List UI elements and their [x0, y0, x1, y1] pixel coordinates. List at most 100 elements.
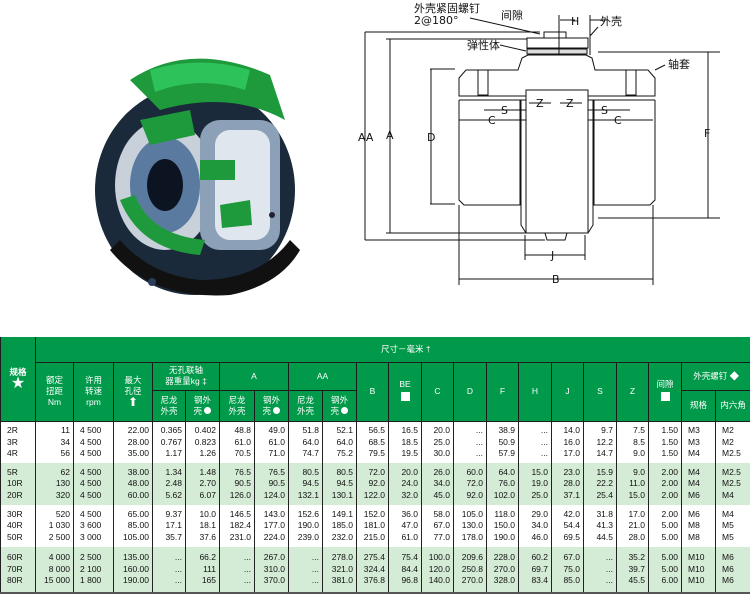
cell-value: 6.07	[199, 489, 216, 500]
cell-value: 209.6	[461, 552, 483, 563]
cell-value: 85.0	[563, 575, 580, 586]
cell-value: 2.00	[661, 508, 678, 519]
cell-value: 52.1	[336, 425, 353, 435]
label-J: J	[550, 249, 554, 262]
header-Z: Z	[616, 362, 649, 422]
cell-value: 14.0	[563, 425, 580, 435]
cell-value: 37.6	[199, 531, 216, 542]
cell-value: 71.0	[268, 448, 285, 458]
dot-icon	[273, 406, 281, 414]
cell-value: 42.0	[563, 508, 580, 519]
label-Z-right: Z	[566, 97, 574, 110]
header-J: J	[551, 362, 584, 422]
square-icon	[660, 392, 670, 401]
cell-value: 160.00	[123, 563, 149, 574]
cell-value: 94.5	[302, 478, 319, 489]
cell-value: 9.7	[601, 425, 613, 435]
cell-value: 12.2	[596, 436, 613, 447]
cell-value: 5.00	[661, 520, 678, 531]
cell-value: 56.5	[368, 425, 385, 435]
cell-value: 150.0	[493, 520, 515, 531]
cell-value: 15.9	[596, 466, 613, 477]
cell-value: 146.5	[229, 508, 251, 519]
cell-value: 143.0	[263, 508, 285, 519]
cell-value: 20.0	[401, 466, 418, 477]
cell-value: 190.0	[493, 531, 515, 542]
cell-value: 2.48	[165, 478, 182, 489]
cell-value: 130	[55, 478, 70, 489]
header-AA: AA	[288, 362, 357, 391]
header-AA-nylon: 尼龙外壳	[288, 390, 323, 422]
cell-value: M3	[688, 425, 700, 435]
cell-value: ...	[174, 575, 182, 586]
cell-value: 120.0	[428, 563, 450, 574]
cell-value: 4 500	[80, 478, 102, 489]
cell-value: 228.0	[493, 552, 515, 563]
cell-value: 126.0	[229, 489, 251, 500]
label-shell: 外壳	[600, 14, 622, 28]
header-S: S	[583, 362, 617, 422]
cell-value: 64.0	[302, 436, 319, 447]
cell-value: 165	[201, 575, 216, 586]
cell-value: 7.5	[633, 425, 645, 435]
cell-value: 278.0	[331, 552, 353, 563]
header-H: H	[518, 362, 552, 422]
cell-value: 77.0	[433, 531, 450, 542]
cell-value: 15 000	[44, 575, 70, 586]
cell-value: 75.4	[401, 552, 418, 563]
cell-value: 25.0	[531, 489, 548, 500]
cell-value: 105.0	[461, 508, 483, 519]
label-H: H	[571, 15, 579, 28]
cell-value: 41.3	[596, 520, 613, 531]
header-A: A	[219, 362, 289, 391]
cell-value: 60.0	[466, 466, 483, 477]
cell-value: ...	[540, 436, 548, 447]
cell-value: 190.00	[123, 575, 149, 586]
cell-value: 75.2	[336, 448, 353, 458]
cell-value: 2R	[7, 425, 18, 435]
cell-value: 35.7	[165, 531, 182, 542]
cell-value: 22.2	[596, 478, 613, 489]
cell-value: 177.0	[263, 520, 285, 531]
cell-value: 64.0	[498, 466, 515, 477]
cell-value: 9.0	[633, 448, 645, 458]
cell-value: 28.00	[127, 436, 149, 447]
cell-value: 2 500	[80, 552, 102, 563]
table-cell: .........	[518, 421, 552, 463]
cell-value: 118.0	[494, 508, 515, 519]
cell-value: 67.0	[433, 520, 450, 531]
header-A-steel: 钢外壳	[254, 390, 289, 422]
cell-value: 54.4	[563, 520, 580, 531]
cell-value: 17.1	[165, 520, 182, 531]
cell-value: 1.50	[661, 448, 678, 458]
cell-value: 31.8	[596, 508, 613, 519]
cell-value: 21.0	[628, 520, 645, 531]
cell-value: 1 030	[48, 520, 70, 531]
cell-value: 122.0	[363, 489, 385, 500]
cell-value: 232.0	[331, 531, 353, 542]
cell-value: 0.365	[160, 425, 182, 435]
